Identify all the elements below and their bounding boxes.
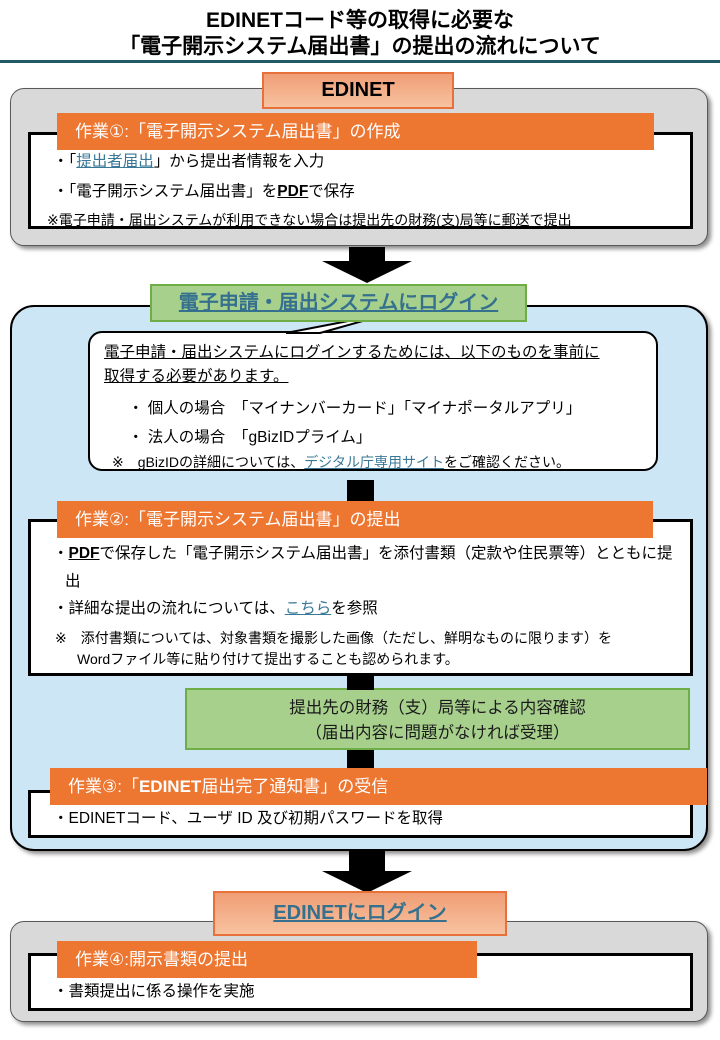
task4-banner-label: 作業④:開示書類の提出 [75,950,248,969]
pdf-emphasis-1: PDF [277,183,309,200]
task3-banner-edinet: EDINET [138,777,202,796]
edinet-login-badge[interactable]: EDINETにログイン [213,891,507,936]
callout-gbizid-note: ※ gBizIDの詳細については、デジタル庁専用サイトをご確認ください。 [104,453,646,471]
connector-2 [347,676,374,690]
task2-attachment-note-line1: ※ 添付書類については、対象書類を撮影した画像（ただし、鮮明なものに限ります）を [55,630,613,646]
task3-banner-pre: 作業③:「 [68,777,139,796]
callout-intro: 電子申請・届出システムにログインするためには、以下のものを事前に取得する必要があ… [104,344,600,385]
task2-bullet1-post: で保存した「電子開示システム届出書」を添付書類（定款や住民票等）とともに提出 [65,545,673,590]
callout-note-pre: ※ gBizIDの詳細については、 [112,454,305,470]
task1-bullet1-pre: ・「 [53,153,77,170]
task1-bullet2: ・「電子開示システム届出書」をPDFで保存 [43,176,690,208]
task2-content-box: ・PDFで保存した「電子開示システム届出書」を添付書類（定款や住民票等）とともに… [28,519,693,676]
system-login-link[interactable]: 電子申請・届出システムにログイン [178,292,499,314]
task2-bullet2-pre: ・詳細な提出の流れについては、 [53,600,285,617]
down-arrow-icon-1 [322,247,412,283]
callout-note-post: をご確認ください。 [444,454,570,470]
task1-bullet1-post: 」から提出者情報を入力 [153,153,325,170]
edinet-badge: EDINET [262,72,454,109]
task1-banner: 作業①:「電子開示システム届出書」の作成 [57,113,654,150]
task4-bullet1: ・書類提出に係る操作を実施 [53,983,255,1000]
connector-3 [347,750,374,769]
edinet-badge-label: EDINET [321,79,395,101]
task1-mail-note: ※電子申請・届出システムが利用できない場合は提出先の財務(支)局等に郵送で提出 [47,212,572,228]
review-line1: 提出先の財務（支）局等による内容確認 [289,699,586,717]
page-title-line2: 「電子開示システム届出書」の提出の流れについて [119,35,601,58]
task2-bullet2-post: を参照 [331,600,378,617]
task2-attachment-note-line2: Wordファイル等に貼り付けて提出することも認められます。 [77,651,459,667]
pdf-emphasis-2: PDF [68,545,100,562]
task2-banner: 作業②:「電子開示システム届出書」の提出 [57,501,653,538]
task1-bullet2-pre: ・「電子開示システム届出書」を [53,183,278,200]
callout-corporate-item: ・ 法人の場合 「gBizIDプライム」 [128,429,372,446]
system-login-badge[interactable]: 電子申請・届出システムにログイン [150,284,527,322]
down-arrow-icon-2 [322,851,412,893]
task3-bullet1: ・EDINETコード、ユーザ ID 及び初期パスワードを取得 [53,810,444,827]
review-box: 提出先の財務（支）局等による内容確認 （届出内容に問題がなければ受理） [185,688,690,750]
task1-banner-label: 作業①:「電子開示システム届出書」の作成 [75,122,401,141]
callout-individual-item: ・ 個人の場合 「マイナンバーカード」「マイナポータルアプリ」 [128,400,582,417]
task1-bullet2-post: で保存 [308,183,355,200]
task3-banner: 作業③:「EDINET届出完了通知書」の受信 [50,768,707,805]
task2-banner-label: 作業②:「電子開示システム届出書」の提出 [75,510,401,529]
connector-1 [347,480,374,502]
title-divider [0,60,720,63]
edinet-login-link[interactable]: EDINETにログイン [273,902,447,924]
task3-banner-post: 届出完了通知書」の受信 [201,777,389,796]
page-title-line1: EDINETコード等の取得に必要な [205,9,514,32]
task2-bullet1: ・PDFで保存した「電子開示システム届出書」を添付書類（定款や住民票等）とともに… [43,540,676,596]
task2-bullet2: ・詳細な提出の流れについては、こちらを参照 [43,596,676,622]
login-requirements-callout: 電子申請・届出システムにログインするためには、以下のものを事前に取得する必要があ… [88,331,658,471]
digital-agency-site-link[interactable]: デジタル庁専用サイト [304,454,444,470]
kochira-link[interactable]: こちら [284,600,332,617]
task2-bullet1-pre: ・ [53,545,69,562]
submitter-notification-link[interactable]: 提出者届出 [76,153,154,170]
page-title: EDINETコード等の取得に必要な 「電子開示システム届出書」の提出の流れについ… [0,8,720,60]
task4-banner: 作業④:開示書類の提出 [57,941,477,978]
task1-bullet1: ・「提出者届出」から提出者情報を入力 [43,147,690,176]
review-line2: （届出内容に問題がなければ受理） [305,724,570,742]
